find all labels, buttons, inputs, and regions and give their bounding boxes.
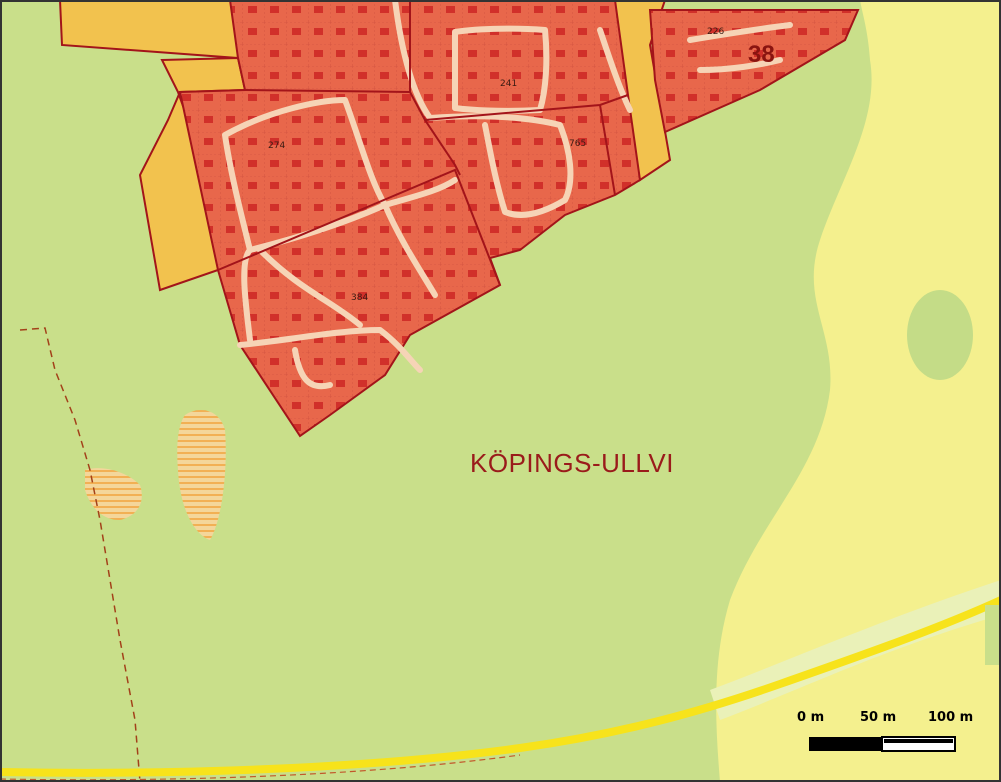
block-label-241: 241 [500, 79, 517, 89]
block-label-274: 274 [268, 141, 285, 151]
scale-segment-black [809, 737, 882, 751]
hatched-strip-2 [177, 410, 226, 540]
block-label-765: 765 [569, 139, 586, 149]
area-number-label: 38 [748, 41, 775, 68]
green-patch [907, 290, 973, 380]
yellow-zone-east [716, 0, 1001, 782]
place-name-label: KÖPINGS-ULLVI [470, 448, 674, 478]
street-network [222, 0, 793, 390]
main-road [0, 596, 1001, 777]
scale-label-end: 100 m [928, 710, 973, 725]
block-boundaries [217, 0, 629, 286]
block-label-226: 226 [707, 27, 724, 37]
hatched-strip-1 [85, 468, 142, 520]
scale-label-start: 0 m [797, 710, 824, 725]
scale-label-mid: 50 m [860, 710, 896, 725]
scale-segment-inner-black [884, 739, 953, 743]
scale-bar: 0 m 50 m 100 m [797, 710, 973, 752]
dashed-boundary [19, 327, 141, 782]
block-label-384: 384 [351, 293, 368, 303]
map-edge-green [985, 605, 1001, 665]
road-dashed-edge [0, 754, 521, 781]
